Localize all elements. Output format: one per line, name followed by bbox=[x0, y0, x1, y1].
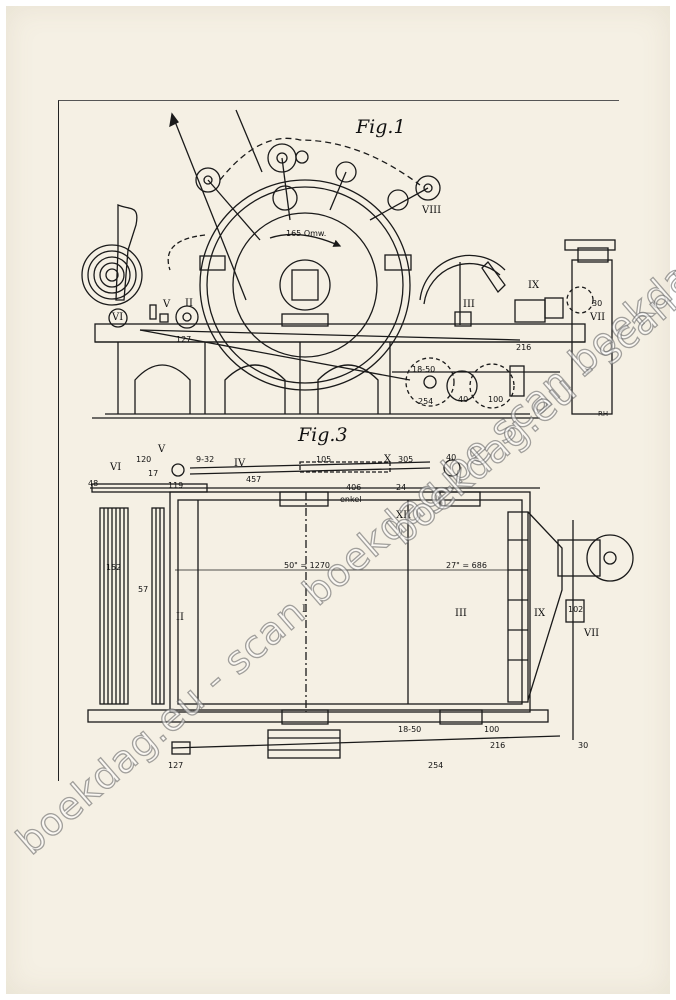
fig1-cylinder-label: 165 Omw. bbox=[286, 229, 326, 238]
fig3-bottom-18-50: 18-50 bbox=[398, 725, 421, 734]
fig1-top-rollers bbox=[167, 137, 441, 271]
fig3-section-II: II bbox=[176, 612, 184, 623]
fig3-frame bbox=[87, 483, 561, 759]
fig1-doffer bbox=[419, 254, 506, 327]
fig3-num-17: 17 bbox=[148, 469, 158, 478]
fig3-roman-IV: IV bbox=[234, 458, 246, 469]
fig1-base bbox=[92, 323, 586, 419]
fig3-roman-VII: VII bbox=[583, 628, 599, 639]
fig3-side-102: 102 bbox=[568, 605, 583, 614]
fig3-dim-152: 152 bbox=[106, 563, 121, 572]
fig3-roman-X: X bbox=[384, 454, 392, 465]
fig1-num-127: 127 bbox=[176, 335, 191, 344]
fig3-bottom-216: 216 bbox=[490, 741, 505, 750]
fig3-title: Fig.3 bbox=[298, 424, 348, 446]
fig1-num-216: 216 bbox=[516, 343, 531, 352]
fig3-doffer bbox=[507, 511, 634, 740]
fig1-num-30: 30 bbox=[592, 299, 602, 308]
fig3-roman-IX: IX bbox=[534, 608, 546, 619]
fig3-dim-686: 27" = 686 bbox=[446, 561, 487, 570]
fig3-num-305: 305 bbox=[398, 455, 413, 464]
fig3-bottom-30: 30 bbox=[578, 741, 588, 750]
fig1-roman-III: III bbox=[463, 299, 475, 310]
fig1-num-100: 100 bbox=[488, 395, 503, 404]
fig3-num-119: 119 bbox=[168, 481, 183, 490]
fig3-lap-roller bbox=[99, 507, 165, 705]
fig1-roman-VII: VII bbox=[589, 312, 605, 323]
plate-frame bbox=[58, 100, 619, 781]
fig1-roman-IX: IX bbox=[528, 280, 540, 291]
fig1-coiler bbox=[514, 239, 616, 415]
fig3-dim-57: 57 bbox=[138, 585, 148, 594]
fig3-bottom-100: 100 bbox=[484, 725, 499, 734]
fig1-roman-V: V bbox=[162, 299, 171, 310]
fig3-num-105: 105 bbox=[316, 455, 331, 464]
fig3-roman-XII: XII bbox=[396, 510, 411, 521]
fig3-roman-VI: VI bbox=[109, 462, 121, 473]
fig3-bottom-254: 254 bbox=[428, 761, 443, 770]
fig3-section-I: I bbox=[302, 604, 306, 615]
fig1-drive-gears bbox=[139, 304, 560, 409]
fig1-coil bbox=[81, 204, 143, 328]
fig3-num-406: 406 bbox=[346, 483, 361, 492]
fig1-num-18-50: 18-50 bbox=[412, 365, 435, 374]
fig1-main-cylinder bbox=[199, 179, 411, 391]
fig3-roman-V: V bbox=[157, 444, 166, 455]
fig1-num-40: 40 bbox=[458, 395, 468, 404]
draftsman-initials: RH bbox=[598, 410, 609, 418]
fig3-num-9-32: 9-32 bbox=[196, 455, 214, 464]
fig3-num-40: 40 bbox=[446, 453, 456, 462]
fig3-num-457: 457 bbox=[246, 475, 261, 484]
fig1-num-254: 254 bbox=[418, 397, 433, 406]
fig1-roman-VI: VI bbox=[111, 312, 123, 323]
fig1-title: Fig.1 bbox=[356, 116, 406, 138]
fig3-section-III: III bbox=[455, 608, 467, 619]
fig3-dim-1270: 50" = 1270 bbox=[284, 561, 330, 570]
fig3-num-48: 48 bbox=[88, 479, 98, 488]
fig1-roman-VIII: VIII bbox=[421, 205, 441, 216]
fig3-bottom-127: 127 bbox=[168, 761, 183, 770]
fig3-num-120: 120 bbox=[136, 455, 151, 464]
fig3-num-24: 24 bbox=[396, 483, 406, 492]
fig3-note: enkel bbox=[340, 495, 361, 504]
fig1-roman-II: II bbox=[185, 298, 193, 309]
